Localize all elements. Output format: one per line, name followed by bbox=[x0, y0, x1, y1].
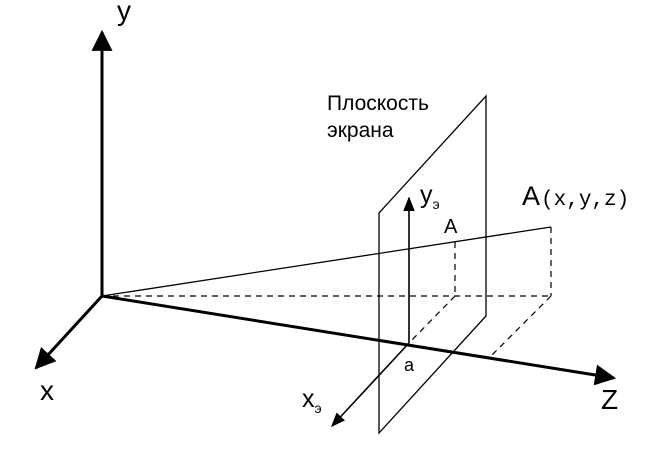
screen-x-label: xэ bbox=[302, 385, 322, 416]
screen-x-axis-line bbox=[331, 342, 410, 428]
axis-z-line bbox=[101, 294, 617, 386]
point-A-coords: (x,y,z) bbox=[541, 189, 629, 212]
screen-y-subscript: э bbox=[433, 196, 440, 212]
axis-z-label: Z bbox=[601, 384, 618, 415]
screen-y-label: yэ bbox=[420, 181, 440, 212]
projection-a-label: a bbox=[404, 355, 415, 375]
axis-y-label: y bbox=[117, 0, 131, 26]
dashed-A-depth bbox=[490, 295, 552, 357]
dashed-projection-depth bbox=[408, 295, 456, 344]
axis-x-line bbox=[34, 294, 104, 370]
projection-A-label: A bbox=[444, 216, 458, 238]
screen-plane-label-line1: Плоскость bbox=[327, 92, 429, 115]
point-A-name: A bbox=[522, 181, 540, 211]
screen-x-base: x bbox=[302, 385, 315, 413]
axis-x-label: x bbox=[40, 375, 54, 406]
projection-ray bbox=[101, 226, 552, 297]
screen-x-subscript: э bbox=[315, 400, 322, 416]
screen-plane-label-line2: экрана bbox=[327, 119, 394, 142]
screen-y-base: y bbox=[420, 181, 433, 209]
screen-plane bbox=[378, 94, 487, 435]
point-A-label: A(x,y,z) bbox=[522, 181, 629, 212]
